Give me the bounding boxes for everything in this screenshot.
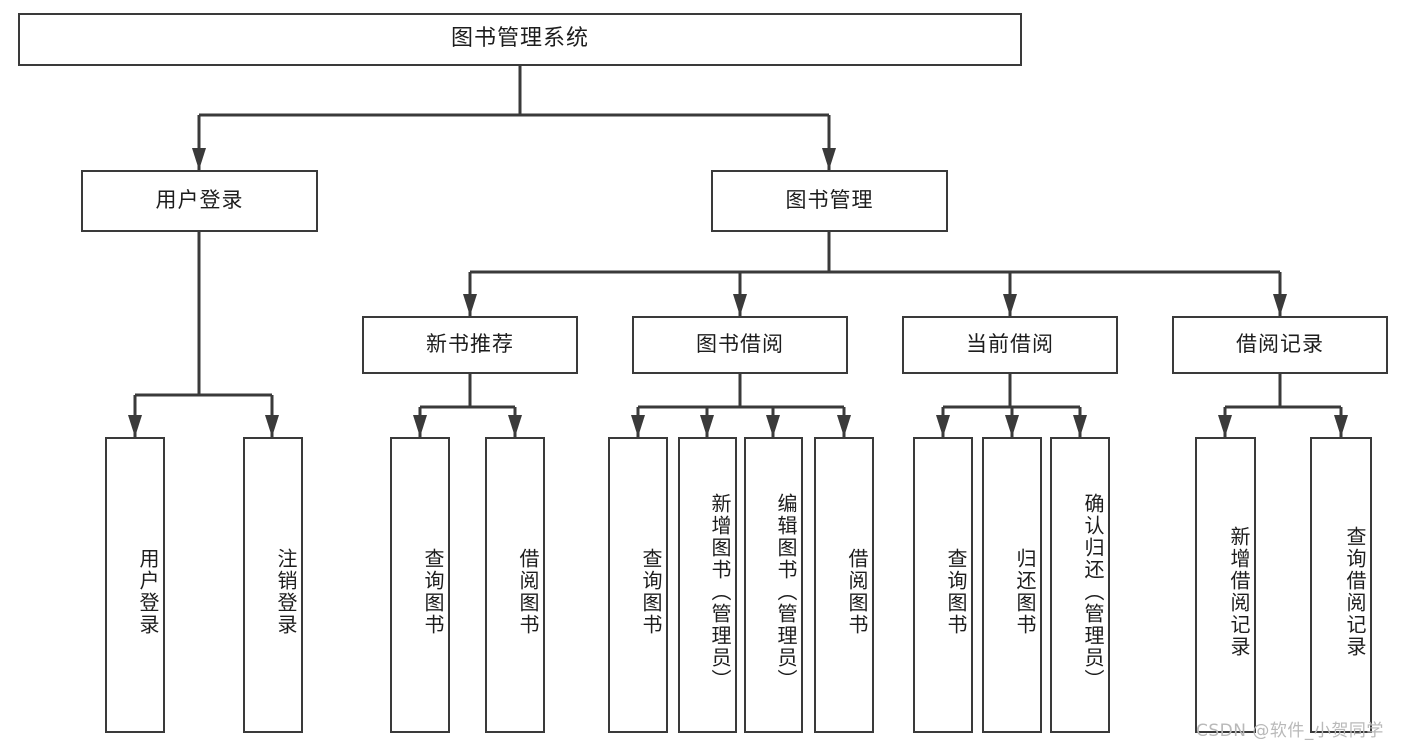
node-level3-0[interactable]: 新书推荐: [362, 316, 578, 374]
node-label: 归还图书: [1013, 548, 1037, 636]
node-leaf-2[interactable]: 查询图书: [390, 437, 450, 733]
arrowhead-icon: [1073, 415, 1087, 437]
arrowhead-icon: [837, 415, 851, 437]
arrowhead-icon: [631, 415, 645, 437]
arrowhead-icon: [413, 415, 427, 437]
arrowhead-icon: [1218, 415, 1232, 437]
node-leaf-12[interactable]: 查询借阅记录: [1310, 437, 1372, 733]
node-leaf-7[interactable]: 借阅图书: [814, 437, 874, 733]
node-label: 图书管理系统: [450, 26, 589, 52]
node-label: 查询图书: [944, 548, 968, 636]
node-leaf-3[interactable]: 借阅图书: [485, 437, 545, 733]
node-leaf-8[interactable]: 查询图书: [913, 437, 973, 733]
arrowhead-icon: [265, 415, 279, 437]
node-leaf-0[interactable]: 用户登录: [105, 437, 165, 733]
arrowhead-icon: [766, 415, 780, 437]
node-leaf-9[interactable]: 归还图书: [982, 437, 1042, 733]
node-leaf-10[interactable]: 确认归还（管理员）: [1050, 437, 1110, 733]
arrowhead-icon: [1273, 294, 1287, 316]
node-label: 查询借阅记录: [1343, 526, 1367, 658]
node-label: 用户登录: [155, 188, 244, 213]
node-label: 用户登录: [136, 548, 160, 636]
arrowhead-icon: [128, 415, 142, 437]
node-label: 借阅记录: [1236, 332, 1324, 357]
csdn-watermark: CSDN @软件_小贺同学: [1196, 721, 1384, 741]
arrowhead-icon: [192, 148, 206, 170]
node-root[interactable]: 图书管理系统: [18, 13, 1022, 66]
node-label: 确认归还（管理员）: [1081, 493, 1105, 691]
arrowhead-icon: [1003, 294, 1017, 316]
node-label: 新增图书（管理员）: [708, 493, 732, 691]
node-label: 借阅图书: [516, 548, 540, 636]
arrowhead-icon: [1005, 415, 1019, 437]
node-label: 图书管理: [785, 188, 874, 213]
node-level2-0[interactable]: 用户登录: [81, 170, 318, 232]
node-leaf-4[interactable]: 查询图书: [608, 437, 668, 733]
node-label: 查询图书: [421, 548, 445, 636]
node-level3-2[interactable]: 当前借阅: [902, 316, 1118, 374]
node-label: 新书推荐: [426, 332, 514, 357]
arrowhead-icon: [700, 415, 714, 437]
node-label: 查询图书: [639, 548, 663, 636]
arrowhead-icon: [463, 294, 477, 316]
node-leaf-5[interactable]: 新增图书（管理员）: [678, 437, 737, 733]
arrowhead-icon: [936, 415, 950, 437]
node-level3-3[interactable]: 借阅记录: [1172, 316, 1388, 374]
node-label: 注销登录: [274, 548, 298, 636]
node-leaf-1[interactable]: 注销登录: [243, 437, 303, 733]
arrowhead-icon: [733, 294, 747, 316]
node-leaf-6[interactable]: 编辑图书（管理员）: [744, 437, 803, 733]
node-label: 编辑图书（管理员）: [774, 493, 798, 691]
node-level2-1[interactable]: 图书管理: [711, 170, 948, 232]
arrowhead-icon: [508, 415, 522, 437]
arrowhead-icon: [822, 148, 836, 170]
node-leaf-11[interactable]: 新增借阅记录: [1195, 437, 1256, 733]
node-label: 借阅图书: [845, 548, 869, 636]
node-label: 新增借阅记录: [1227, 526, 1251, 658]
node-level3-1[interactable]: 图书借阅: [632, 316, 848, 374]
arrowhead-icon: [1334, 415, 1348, 437]
node-label: 图书借阅: [696, 332, 784, 357]
node-label: 当前借阅: [966, 332, 1054, 357]
